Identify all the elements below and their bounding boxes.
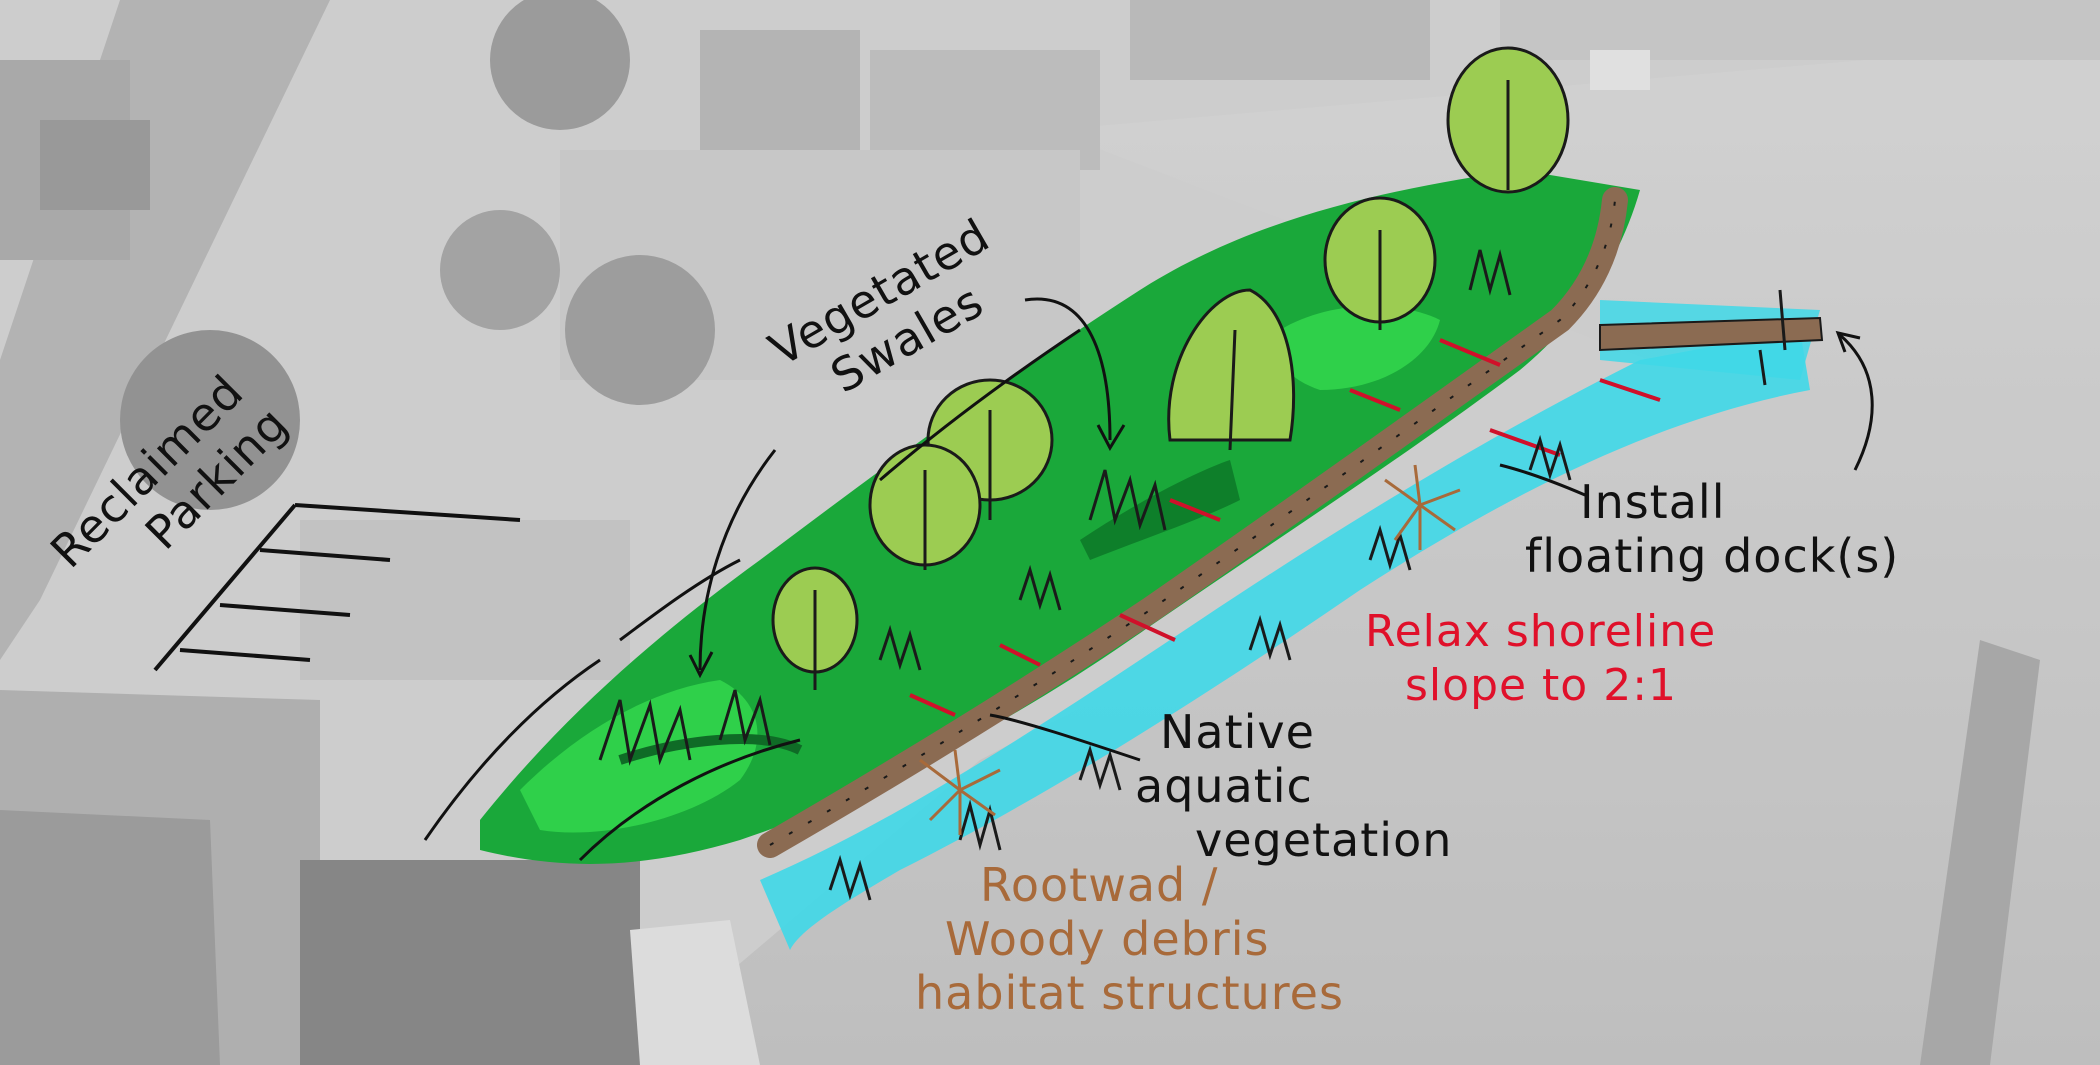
sketch-outline (423, 328, 1081, 862)
parking-lot (300, 520, 630, 680)
building (700, 30, 860, 160)
label-line: Relax shoreline (1365, 606, 1717, 657)
boat (630, 920, 760, 1065)
photo-tree (440, 210, 560, 330)
grass-tuft-icon (1248, 614, 1292, 661)
label-line: floating dock(s) (1525, 529, 1900, 583)
label-line: vegetation (1195, 813, 1453, 867)
arrow-icon (1839, 333, 1874, 471)
label-line: Native (1160, 705, 1315, 759)
grass-tuft-icon (718, 689, 772, 746)
rootwad-icon (919, 749, 1001, 835)
label-line: Install (1580, 475, 1726, 529)
grass-tufts (598, 249, 1572, 901)
label-line: slope to 2:1 (1405, 660, 1678, 711)
grass-tuft-icon (598, 699, 692, 766)
pier (1920, 640, 2040, 1065)
tree-icon (1167, 288, 1296, 451)
arrow-icon (1024, 297, 1112, 441)
building (300, 860, 640, 1065)
grass-tuft-icon (958, 799, 1002, 851)
photo-tree (565, 255, 715, 405)
label-relax-shoreline: Relax shoreline slope to 2:1 (1365, 605, 1716, 713)
label-rootwad-habitat: Rootwad / Woody debris habitat structure… (915, 858, 1344, 1020)
boat (1590, 50, 1650, 90)
arrow-icon (688, 651, 714, 679)
label-line: Woody debris (945, 912, 1270, 966)
building (0, 810, 220, 1065)
grass-tuft-icon (1088, 469, 1167, 531)
boardwalk (757, 187, 1628, 858)
grass-tuft-icon (878, 624, 922, 671)
parking-stripes (153, 503, 521, 672)
label-line: aquatic (1135, 759, 1313, 813)
label-native-aquatic-vegetation: Native aquatic vegetation (1135, 705, 1452, 867)
photo-tree (490, 0, 630, 130)
bright-green-patch (1277, 306, 1440, 390)
arrow-icon (989, 713, 1141, 762)
rootwads (919, 464, 1461, 835)
label-line: habitat structures (915, 966, 1344, 1020)
building (1130, 0, 1430, 80)
label-install-floating-docks: Install floating dock(s) (1525, 475, 1899, 583)
grass-tuft-icon (1018, 564, 1062, 611)
leader-arrows (688, 297, 1874, 762)
photo-tree (120, 330, 300, 510)
arrow-icon (1835, 330, 1861, 353)
grass-tuft-icon (1528, 434, 1572, 481)
arrow-icon (698, 449, 777, 671)
floating-dock (1599, 289, 1824, 386)
arrow-icon (1096, 424, 1126, 452)
tree-icon (868, 443, 982, 570)
grass-tuft-icon (1368, 524, 1412, 571)
arrow-icon (1499, 463, 1586, 497)
building (40, 120, 150, 210)
grass-tuft-icon (828, 854, 872, 901)
rootwad-icon (1384, 464, 1461, 550)
trees (771, 46, 1570, 690)
label-line: Rootwad / (980, 858, 1219, 912)
slope-marks (909, 338, 1661, 717)
tree-icon (1446, 46, 1570, 194)
grass-tuft-icon (1468, 249, 1512, 296)
tree-icon (771, 566, 859, 690)
grass-tuft-icon (1078, 744, 1122, 791)
tree-icon (1323, 196, 1437, 330)
